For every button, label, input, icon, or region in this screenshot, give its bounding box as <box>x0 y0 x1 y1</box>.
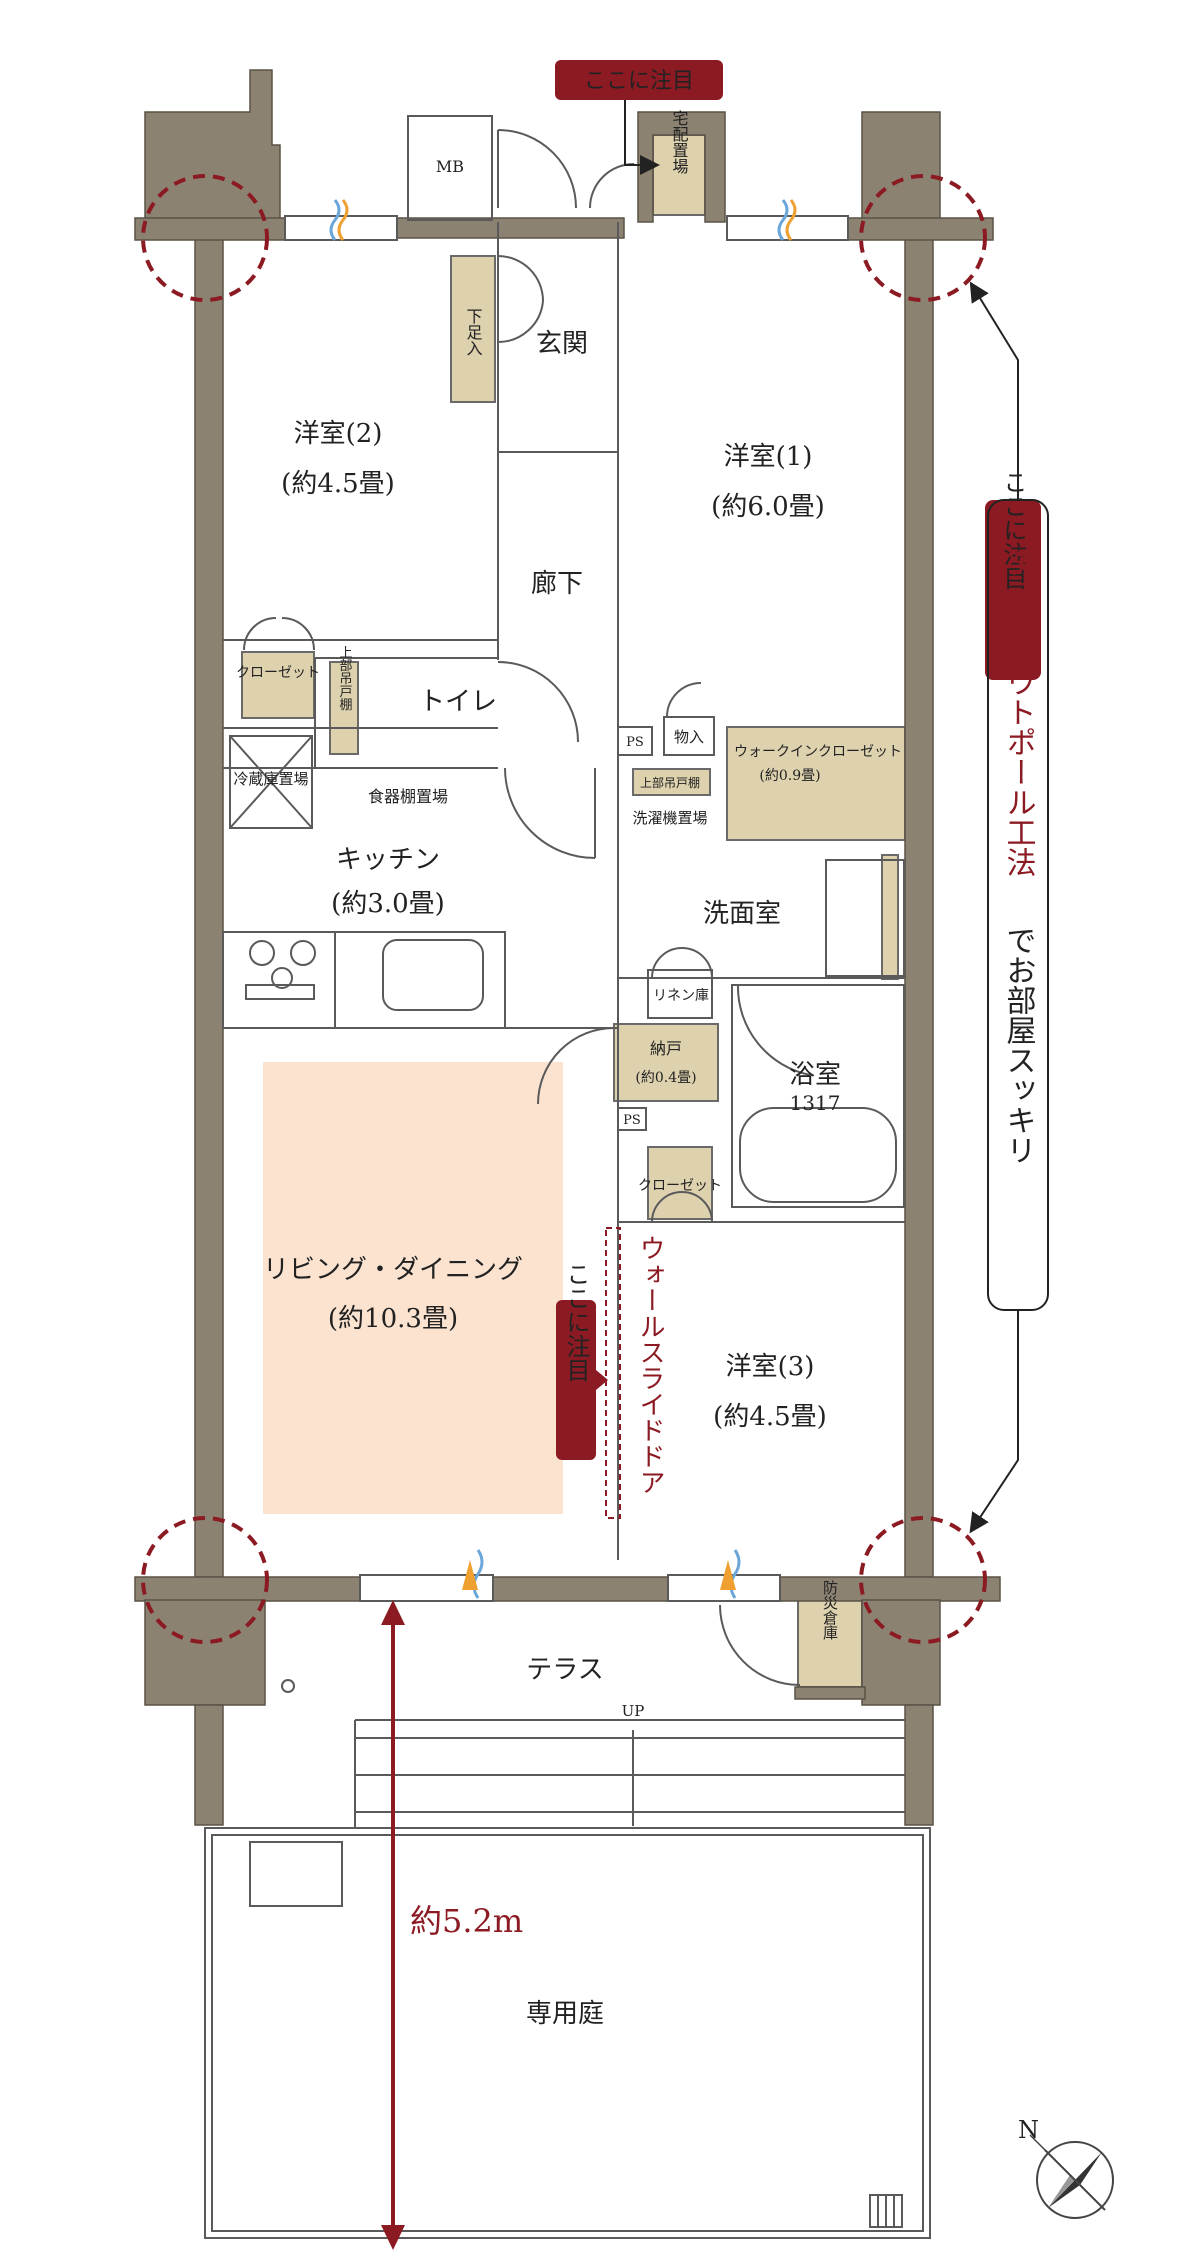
washer-upper <box>632 768 711 796</box>
ps-label: PS <box>626 735 644 750</box>
closet-2-label: クローゼット <box>236 665 320 681</box>
garden-label: 専用庭 <box>526 1999 604 2029</box>
compass-icon: N <box>1018 2116 1114 2219</box>
shoe-box-label: 下足入 <box>464 308 483 356</box>
nando <box>613 1023 719 1102</box>
fridge-label: 冷蔵庫置場 <box>233 770 308 788</box>
dish-shelf-label: 食器棚置場 <box>368 787 448 806</box>
up-label: UP <box>622 1702 645 1720</box>
western3-name: 洋室(3) <box>726 1352 815 1382</box>
closet-3 <box>647 1146 713 1220</box>
western2-size: (約4.5畳) <box>281 469 395 499</box>
door-swings <box>243 129 811 1686</box>
living-name: リビング・ダイニング <box>263 1255 523 1285</box>
badge-top: ここに注目 <box>555 60 723 175</box>
ventilation-icons <box>329 199 797 1599</box>
walkin-name: ウォークインクローゼット <box>734 744 902 760</box>
wall-slide-door-label: ウォールスライドドア <box>635 1235 665 1495</box>
wall-slide-door <box>605 1227 621 1519</box>
nando-name: 納戸 <box>650 1039 682 1058</box>
western2-name: 洋室(2) <box>294 419 383 449</box>
outpole-bracket <box>969 281 1049 1534</box>
western3-size: (約4.5畳) <box>713 1402 827 1432</box>
badge-right-text: ここに注目 <box>999 470 1027 590</box>
washroom-shelf <box>881 854 899 980</box>
terrace-label: テラス <box>526 1655 603 1685</box>
kitchen-name: キッチン <box>336 845 440 875</box>
compass-north-label: N <box>1018 2116 1039 2144</box>
fixture-labels: MB 宅配置場 下足入 クローゼット 上部吊戸棚 冷蔵庫置場 食器棚置場 PS … <box>233 110 902 1720</box>
closet-2 <box>241 651 315 719</box>
ps-lower-label: PS <box>623 1113 641 1128</box>
bath-size: 1317 <box>790 1091 841 1115</box>
upper-cabinet-washroom-label: 上部吊戸棚 <box>640 775 700 790</box>
storage-label: 物入 <box>674 728 704 746</box>
corridor-label: 廊下 <box>531 569 583 599</box>
mb-label: MB <box>436 157 464 176</box>
depth-arrow <box>381 1600 405 2250</box>
living-size: (約10.3畳) <box>328 1304 458 1334</box>
outpole-circles <box>141 174 987 1644</box>
living-highlight <box>263 1062 563 1514</box>
disaster-storage-label: 防災倉庫 <box>821 1580 839 1640</box>
bath-name: 浴室 <box>789 1060 841 1090</box>
fixtures <box>241 134 906 1688</box>
walkin-closet <box>726 726 906 841</box>
double-outpole-text: ダブルアウトポール工法 <box>1001 547 1036 877</box>
interior-lines <box>204 115 931 2239</box>
walkin-size: (約0.9畳) <box>759 768 820 784</box>
washer-label: 洗濯機置場 <box>632 809 707 827</box>
badge-center-text: ここに注目 <box>562 1262 590 1382</box>
linen-label: リネン庫 <box>653 987 709 1004</box>
entrance-label: 玄関 <box>536 329 588 359</box>
depth-label: 約5.2m <box>410 1902 523 1940</box>
badge-center: ここに注目 <box>556 1262 608 1460</box>
delivery-box-label: 宅配置場 <box>670 110 689 175</box>
double-outpole-suffix: でお部屋スッキリ <box>1001 925 1036 1165</box>
western1-name: 洋室(1) <box>724 442 813 472</box>
walls <box>134 69 1001 1826</box>
toilet-label: トイレ <box>419 687 497 717</box>
badge-right: ここに注目 <box>985 470 1041 680</box>
badge-top-text: ここに注目 <box>584 69 694 94</box>
upper-cabinet-toilet <box>329 661 359 755</box>
room-labels: 洋室(2) (約4.5畳) 洋室(1) (約6.0畳) 洋室(3) (約4.5畳… <box>263 329 841 2029</box>
nando-size: (約0.4畳) <box>635 1070 696 1086</box>
closet-3-label: クローゼット <box>638 1178 722 1194</box>
upper-cabinet-toilet-label: 上部吊戸棚 <box>337 646 353 711</box>
western1-size: (約6.0畳) <box>711 492 825 522</box>
washroom-label: 洗面室 <box>703 899 781 929</box>
shoe-box <box>450 255 496 403</box>
kitchen-size: (約3.0畳) <box>331 889 445 919</box>
